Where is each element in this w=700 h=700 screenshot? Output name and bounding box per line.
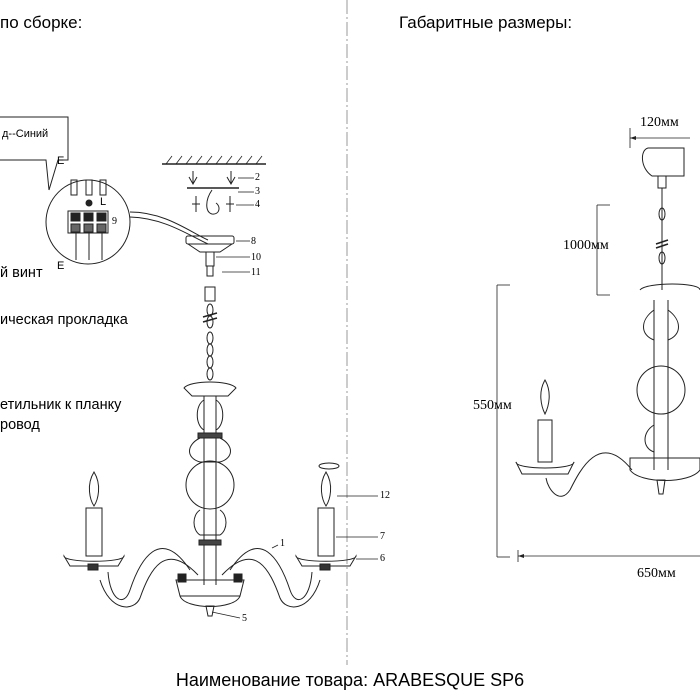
candle-cup-right <box>295 471 357 571</box>
callout-1: 1 <box>280 538 285 549</box>
candle-cup-left <box>63 471 125 571</box>
callout-10: 10 <box>251 252 261 263</box>
callout-6: 6 <box>380 553 385 564</box>
dim-canopy <box>642 147 685 290</box>
wire-to-canopy <box>129 211 209 241</box>
callout-11: 11 <box>251 267 261 278</box>
terminal-circle <box>45 179 131 265</box>
dimension-lines <box>496 128 700 562</box>
callout-4: 4 <box>255 199 260 210</box>
arms <box>99 548 321 608</box>
dim-arrows <box>518 136 636 558</box>
chandelier-body <box>183 381 237 585</box>
bowl <box>175 573 245 617</box>
attach-instruction-1: етильник к планку <box>0 397 122 413</box>
bulb-ring <box>318 462 340 470</box>
callout-8: 8 <box>251 236 256 247</box>
attach-instruction-2: ровод <box>0 417 40 433</box>
screw-instruction: й винт <box>0 265 43 281</box>
dim-chain-length: 1000мм <box>563 238 609 253</box>
dimensions-title: Габаритные размеры: <box>399 13 573 32</box>
ceiling-hatch <box>165 155 263 165</box>
assembly-title: по сборке: <box>0 13 83 32</box>
wire-label-box <box>0 116 69 191</box>
wire-color-label: д--Синий <box>2 128 49 140</box>
product-name: Наименование товара: ARABESQUE SP6 <box>175 670 525 690</box>
callout-3: 3 <box>255 186 260 197</box>
callout-7: 7 <box>380 531 385 542</box>
dim-width-top: 120мм <box>640 115 679 130</box>
terminal-label-e: E <box>57 155 65 167</box>
canopy <box>185 235 235 245</box>
dim-chandelier <box>515 283 700 497</box>
callout-12: 12 <box>380 490 390 501</box>
dim-width: 650мм <box>637 566 676 581</box>
chain <box>202 303 218 381</box>
mount-screws <box>192 196 234 212</box>
callout-9: 9 <box>112 216 117 227</box>
terminal-label-l: L <box>100 196 107 208</box>
terminal-block <box>67 179 109 260</box>
leader-lines <box>211 177 378 619</box>
callout-2: 2 <box>255 172 260 183</box>
gasket-instruction: ическая прокладка <box>0 312 128 328</box>
ceiling-anchors <box>188 171 236 186</box>
callout-5: 5 <box>242 613 247 624</box>
dim-height: 550мм <box>473 398 512 413</box>
hook <box>206 189 220 215</box>
terminal-label-e-bottom: E <box>57 260 65 272</box>
